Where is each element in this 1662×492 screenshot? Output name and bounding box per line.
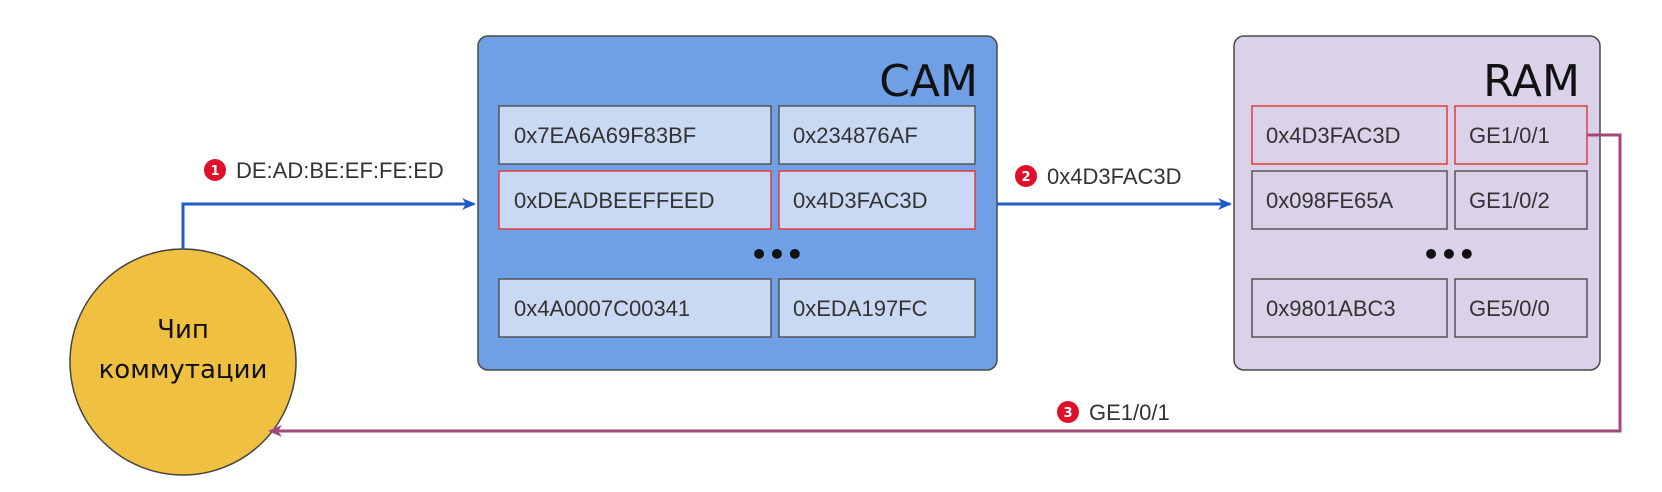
ram-cell <box>1251 170 1448 230</box>
cam-cell <box>778 278 976 338</box>
step-2-badge <box>1015 165 1037 187</box>
chip-label-line2: коммутации <box>99 355 268 385</box>
ram-title: RAM <box>1483 56 1580 107</box>
cam-cell-text: 0xDEADBEEFFEED <box>514 188 715 213</box>
ram-cell-text: 0x9801ABC3 <box>1266 296 1396 321</box>
step-3-label: 3 GE1/0/1 <box>1057 400 1170 425</box>
arrow-chip-to-cam <box>181 198 476 249</box>
step-2-number: 2 <box>1021 170 1030 185</box>
step-1-label: 1 DE:AD:BE:EF:FE:ED <box>204 158 444 183</box>
step-3-number: 3 <box>1063 406 1072 421</box>
cam-table: CAM 0x7EA6A69F83BF 0x234876AF 0xDEADBEEF… <box>477 35 998 371</box>
cam-cell-text: 0x4D3FAC3D <box>793 188 928 213</box>
chip-label-line1: Чип <box>157 315 209 345</box>
arrow-ram-to-chip <box>268 133 1622 437</box>
cam-cell-highlighted <box>498 170 772 230</box>
step-2-label: 2 0x4D3FAC3D <box>1015 164 1182 189</box>
ram-cell-text: 0x4D3FAC3D <box>1266 123 1401 148</box>
step-2-text: 0x4D3FAC3D <box>1047 164 1182 189</box>
step-3-badge <box>1057 401 1079 423</box>
ram-cell-text: GE1/0/1 <box>1469 123 1550 148</box>
ram-cell-text: 0x098FE65A <box>1266 188 1394 213</box>
cam-cell-highlighted <box>778 170 976 230</box>
cam-cell-text: 0x4A0007C00341 <box>514 296 690 321</box>
ram-cell <box>1454 170 1588 230</box>
switch-chip: Чип коммутации <box>69 248 297 476</box>
step-1-text: DE:AD:BE:EF:FE:ED <box>236 158 444 183</box>
cam-ellipsis: ••• <box>750 238 804 271</box>
step-1-number: 1 <box>210 164 219 179</box>
cam-cell <box>778 105 976 165</box>
cam-cell-text: 0xEDA197FC <box>793 296 928 321</box>
cam-cell <box>498 105 772 165</box>
ram-cell <box>1454 278 1588 338</box>
cam-title: CAM <box>879 56 978 107</box>
cam-cell <box>498 278 772 338</box>
ram-cell-highlighted <box>1454 105 1588 165</box>
ram-cell <box>1251 278 1448 338</box>
ram-cell-highlighted <box>1251 105 1448 165</box>
ram-cell-text: GE1/0/2 <box>1469 188 1550 213</box>
step-1-badge <box>204 159 226 181</box>
ram-ellipsis: ••• <box>1422 238 1476 271</box>
ram-table: RAM 0x4D3FAC3D GE1/0/1 0x098FE65A GE1/0/… <box>1233 35 1601 371</box>
cam-cell-text: 0x7EA6A69F83BF <box>514 123 696 148</box>
ram-cell-text: GE5/0/0 <box>1469 296 1550 321</box>
cam-cell-text: 0x234876AF <box>793 123 918 148</box>
step-3-text: GE1/0/1 <box>1089 400 1170 425</box>
